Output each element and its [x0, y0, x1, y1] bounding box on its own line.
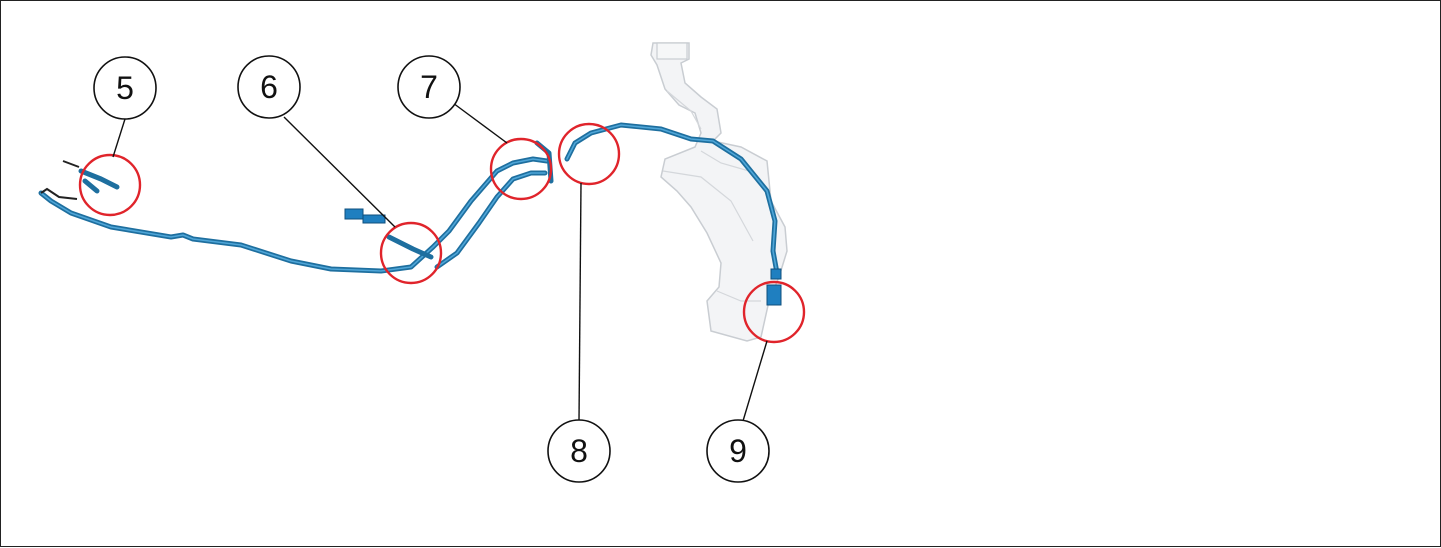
leader-lines [112, 102, 768, 422]
callout-9: 9 [706, 419, 770, 483]
callout-label: 9 [729, 433, 747, 469]
connector-6 [344, 208, 364, 220]
callout-label: 5 [116, 70, 134, 106]
washer-reservoir [650, 42, 788, 342]
callout-circle [397, 55, 461, 119]
highlight-ring-8 [557, 122, 621, 186]
hose-connectors [344, 208, 782, 306]
highlight-ring-6 [379, 221, 443, 285]
callout-circle [547, 419, 611, 483]
callout-circle [706, 419, 770, 483]
highlight-ring-5 [78, 153, 142, 217]
connector-9 [766, 284, 782, 306]
highlight-ring-7 [489, 137, 553, 201]
callout-label: 7 [420, 69, 438, 105]
callout-circle [93, 56, 157, 120]
highlight-rings [78, 122, 806, 344]
callout-label: 8 [570, 433, 588, 469]
callout-7: 7 [397, 55, 461, 119]
callout-6: 6 [237, 55, 301, 119]
highlight-ring-9 [742, 280, 806, 344]
callout-5: 5 [93, 56, 157, 120]
callout-circle [237, 55, 301, 119]
callout-8: 8 [547, 419, 611, 483]
washer-hose [38, 122, 780, 276]
callout-label: 6 [260, 69, 278, 105]
